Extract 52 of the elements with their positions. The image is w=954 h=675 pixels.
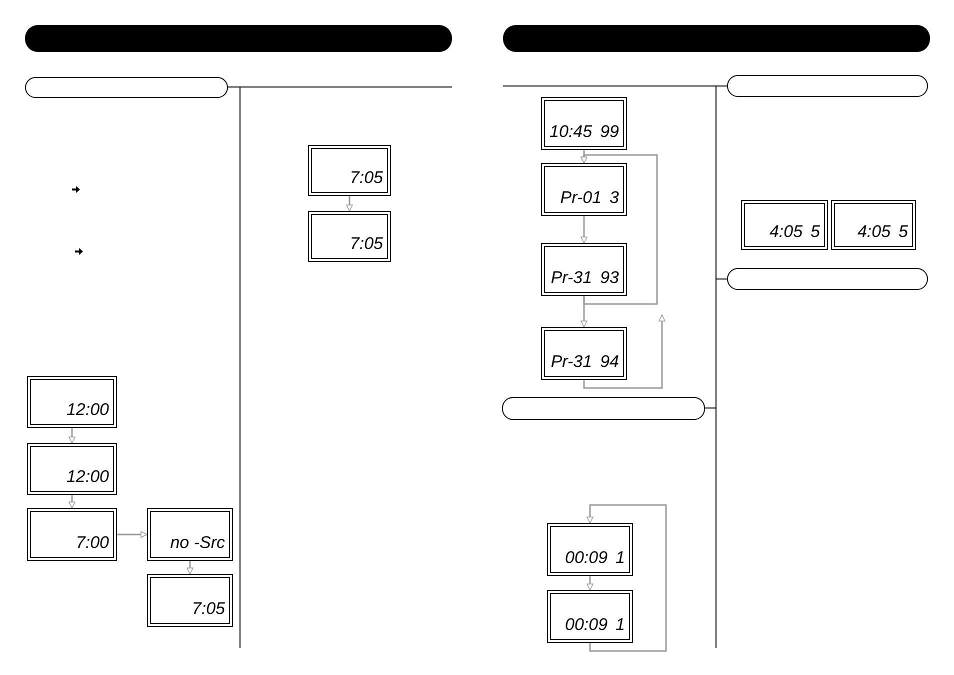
arrow — [586, 504, 667, 652]
arrow — [580, 216, 588, 244]
lcd-display — [308, 145, 391, 196]
lcd-display — [541, 327, 627, 380]
display-digits: 7:05 — [192, 598, 225, 620]
lcd-display — [27, 508, 117, 561]
lcd-display — [541, 243, 627, 296]
display-digits: 4:05 — [769, 221, 803, 243]
arrow — [346, 196, 353, 212]
display-digits: Pr-31 — [550, 267, 592, 289]
display-digits: 12:00 — [66, 399, 109, 421]
arrow — [68, 428, 76, 444]
display-digits: 1 — [616, 547, 625, 569]
display-digits: 94 — [600, 351, 619, 373]
arrow — [68, 495, 76, 508]
lcd-display — [147, 574, 233, 627]
display-digits: 99 — [600, 121, 619, 143]
display-digits: 4:05 — [857, 221, 891, 243]
section-tab — [727, 75, 928, 97]
section-tab — [502, 397, 705, 420]
arrow — [580, 154, 658, 305]
display-digits: 5 — [898, 221, 908, 243]
arrow — [117, 531, 148, 538]
arrow — [186, 561, 194, 574]
display-digits: 7:05 — [350, 167, 383, 189]
lcd-display — [308, 211, 391, 262]
lcd-display — [831, 200, 916, 250]
display-digits: 7:00 — [76, 532, 109, 554]
display-digits: no -Src — [170, 532, 225, 554]
display-digits: 12:00 — [66, 466, 109, 488]
display-digits: 5 — [810, 221, 820, 243]
lcd-display — [741, 200, 828, 250]
lcd-display — [27, 443, 117, 495]
lcd-display — [547, 523, 633, 576]
lcd-display — [541, 97, 627, 150]
display-digits: 7:05 — [350, 233, 383, 255]
display-digits: 1 — [616, 614, 625, 636]
arrow — [586, 576, 594, 590]
display-digits: 10:45 — [550, 121, 592, 143]
display-digits: Pr-31 — [550, 351, 592, 373]
display-digits: 00:09 — [564, 547, 608, 569]
display-digits: 3 — [610, 187, 619, 209]
display-digits: 93 — [600, 267, 619, 289]
section-tab — [727, 268, 928, 290]
lcd-display — [541, 163, 627, 216]
display-digits: Pr-01 — [560, 187, 602, 209]
lcd-display — [547, 590, 633, 643]
lcd-display — [147, 508, 233, 561]
arrow — [583, 314, 666, 389]
display-digits: 00:09 — [564, 614, 608, 636]
section-tab — [25, 77, 228, 98]
lcd-display — [27, 376, 117, 428]
